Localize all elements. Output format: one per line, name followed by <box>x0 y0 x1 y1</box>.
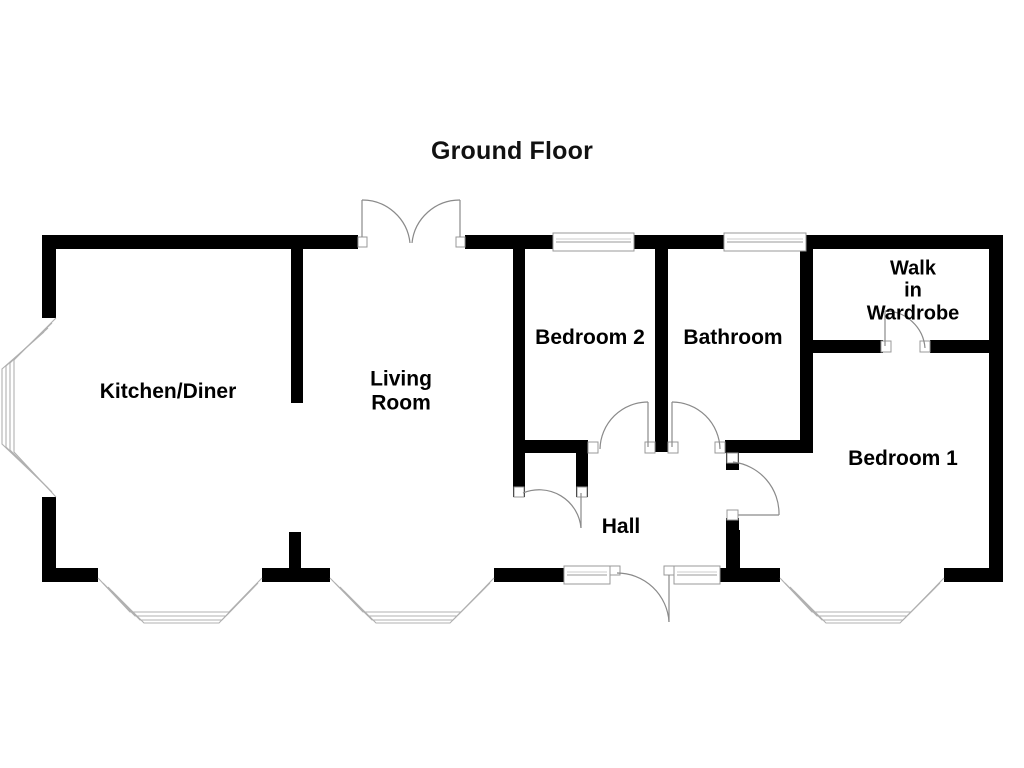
door-front-entrance <box>609 565 675 623</box>
wall-left-lower <box>42 497 56 582</box>
room-label-bedroom-2: Bedroom 2 <box>535 326 645 350</box>
wall-bedroom2-bathroom <box>655 235 668 452</box>
wall-top-right-c <box>806 235 1003 249</box>
wall-bedroom2-bottom <box>513 440 588 453</box>
wall-cupboard-right <box>576 440 588 497</box>
wall-bathroom-bedroom1 <box>800 235 813 452</box>
bay-window-kitchen-front <box>97 577 263 624</box>
wall-top-right-a <box>465 235 553 249</box>
door-walk-in-wardrobe <box>880 310 931 353</box>
wall-hall-bedroom1-lower <box>726 518 739 572</box>
wall-top-kitchen <box>42 235 358 249</box>
room-label-bathroom: Bathroom <box>683 326 783 350</box>
wall-bathroom-bottom <box>725 440 813 453</box>
room-label-hall: Hall <box>601 515 641 539</box>
wall-left-upper <box>42 235 56 318</box>
walls <box>42 235 1003 582</box>
wall-wardrobe-bottom-right <box>930 340 989 353</box>
window-bedroom2-top <box>552 232 635 252</box>
bay-window-kitchen-left <box>1 317 57 498</box>
wall-living-bedroom2 <box>513 235 525 453</box>
wall-top-right-b <box>634 235 724 249</box>
wall-bottom-kitchen-stub <box>42 568 98 582</box>
window-hall-left <box>563 565 611 585</box>
door-cupboard <box>513 486 588 529</box>
bay-window-bedroom1-front <box>779 577 945 624</box>
room-label-bedroom-1: Bedroom 1 <box>848 447 958 471</box>
door-bedroom-1 <box>726 452 780 521</box>
wall-bottom-mid <box>262 568 330 582</box>
room-label-walk-in-wardrobe: Walk in Wardrobe <box>866 257 960 325</box>
window-bathroom-top <box>723 232 807 252</box>
wall-wardrobe-bottom-left <box>813 340 883 353</box>
room-label-living-room: Living Room <box>370 367 432 414</box>
door-bedroom-2 <box>587 401 656 454</box>
door-bathroom <box>667 401 726 454</box>
doors <box>357 199 931 623</box>
window-hall-right <box>673 565 721 585</box>
wall-pier-mid <box>289 532 301 572</box>
room-label-kitchen-diner: Kitchen/Diner <box>99 380 237 404</box>
french-doors-living-room <box>357 199 466 248</box>
wall-cupboard-left <box>513 440 525 497</box>
bay-window-living-front <box>329 577 495 624</box>
windows <box>1 232 945 624</box>
wall-bottom-hall-left <box>494 568 564 582</box>
wall-kitchen-living-upper <box>291 235 303 403</box>
wall-right-outer <box>989 235 1003 582</box>
wall-bottom-right-stub <box>944 568 1003 582</box>
page-title: Ground Floor <box>430 137 594 165</box>
